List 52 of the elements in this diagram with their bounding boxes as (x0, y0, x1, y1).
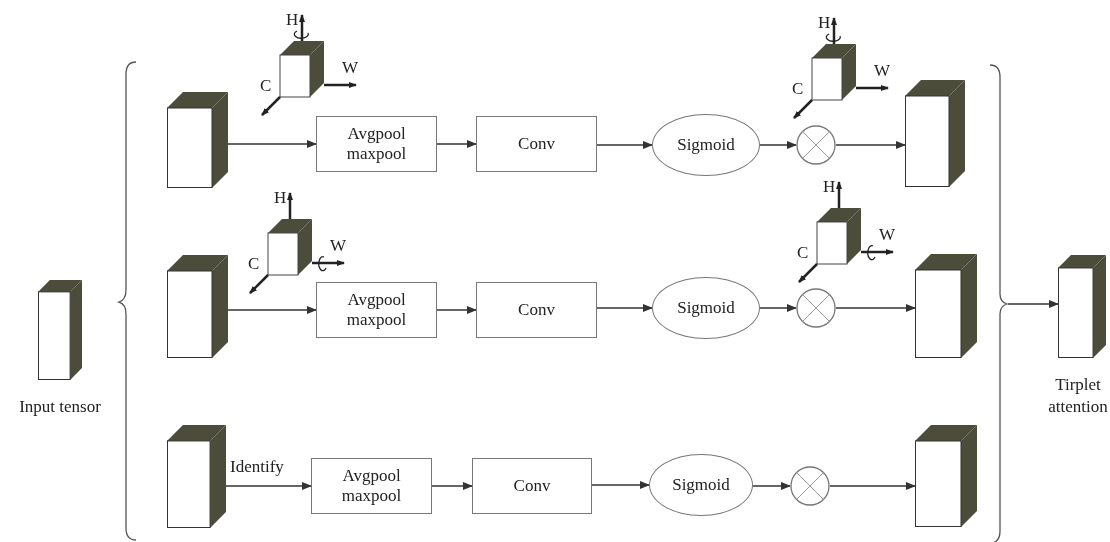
node-caption: Input tensor (18, 396, 102, 418)
process-ellipse: Sigmoid (649, 454, 753, 516)
axis-label: H (818, 14, 831, 31)
axis-label: W (342, 59, 359, 76)
arrow (829, 482, 916, 490)
axis-label: C (260, 77, 272, 94)
arrow (596, 304, 653, 312)
process-box: Conv (472, 458, 592, 514)
arrow (436, 140, 477, 148)
multiply-circle (790, 466, 830, 506)
process-box: Avgpool maxpool (316, 116, 437, 172)
tensor-cuboid (905, 80, 965, 187)
axis-label: C (248, 255, 260, 272)
tensor-cuboid (38, 280, 82, 380)
node-caption: Tirplet attention (1047, 374, 1109, 419)
brace (988, 64, 1008, 542)
process-ellipse: Sigmoid (652, 277, 760, 339)
axis-label: W (879, 226, 896, 243)
axis-label: C (797, 244, 809, 261)
arrow (596, 141, 653, 149)
tensor-cuboid (167, 92, 228, 188)
arrow (759, 304, 797, 312)
process-box: Conv (476, 116, 597, 172)
axis-label: H (286, 11, 299, 28)
arrow (835, 304, 916, 312)
multiply-circle (796, 288, 836, 328)
arrow (752, 482, 791, 490)
process-ellipse: Sigmoid (652, 114, 760, 176)
axis-label: C (792, 80, 804, 97)
tensor-cuboid (915, 425, 977, 527)
multiply-circle (796, 125, 836, 165)
process-box: Avgpool maxpool (316, 282, 437, 338)
arrow (591, 481, 650, 489)
arrow (835, 141, 906, 149)
axis-label: W (330, 237, 347, 254)
axis-label: H (274, 189, 287, 206)
arrow (431, 482, 473, 490)
tensor-cuboid (167, 425, 226, 528)
arrow (225, 482, 312, 490)
arrow (1007, 300, 1059, 308)
axis-label: H (823, 178, 836, 195)
tensor-cuboid (167, 255, 228, 358)
tensor-cuboid (915, 254, 977, 358)
arrow (227, 306, 317, 314)
process-box: Conv (476, 282, 597, 338)
arrow (227, 140, 317, 148)
arrow (759, 141, 797, 149)
edge-label: Identify (230, 458, 284, 475)
process-box: Avgpool maxpool (311, 458, 432, 514)
arrow (436, 306, 477, 314)
tensor-cuboid (1058, 255, 1106, 358)
axis-label: W (874, 62, 891, 79)
